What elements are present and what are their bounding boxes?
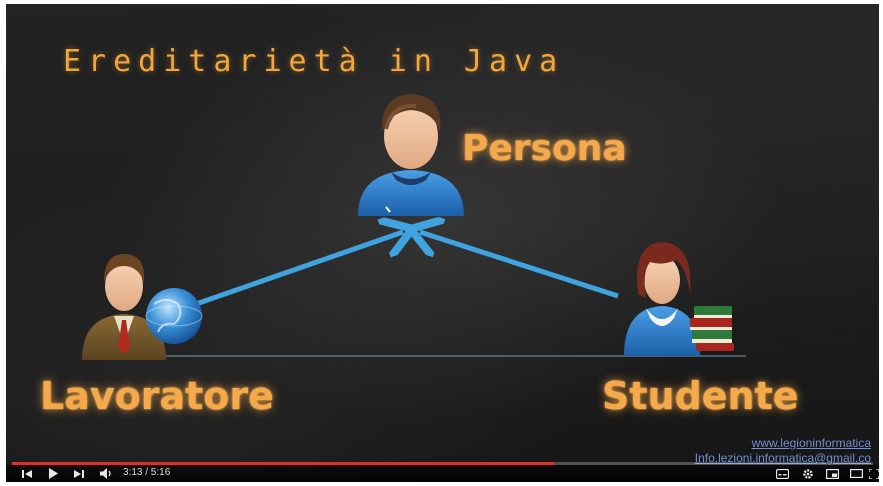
miniplayer-icon[interactable] — [824, 466, 840, 481]
watermark-email: Info.lezioni.informatica@gmail.co — [694, 451, 871, 465]
time-display: 3:13 / 5:16 — [123, 467, 171, 478]
progress-bar[interactable] — [12, 462, 873, 465]
subtitles-icon[interactable] — [774, 466, 790, 481]
settings-gear-icon[interactable] — [800, 466, 816, 481]
progress-fill — [12, 462, 555, 465]
arrow-studente-to-persona — [420, 232, 619, 299]
watermark-site: www.legioninformatica — [751, 436, 871, 450]
lavoratore-avatar-icon — [82, 254, 166, 360]
volume-icon[interactable] — [98, 466, 114, 481]
video-player[interactable]: Ereditarietà in Java — [6, 4, 879, 482]
globe-icon — [145, 288, 203, 344]
skip-previous-icon[interactable] — [20, 466, 34, 481]
persona-label: Persona — [462, 128, 627, 169]
diagram-graphics — [82, 94, 746, 360]
player-controls: 3:13 / 5:16 — [6, 465, 879, 482]
studente-label: Studente — [602, 374, 799, 418]
books-icon — [690, 306, 734, 351]
play-icon[interactable] — [46, 466, 60, 481]
lavoratore-label: Lavoratore — [40, 374, 274, 418]
studente-avatar-icon — [624, 242, 700, 356]
fullscreen-icon[interactable] — [868, 466, 879, 481]
video-slide-title: Ereditarietà in Java — [63, 44, 565, 79]
theater-mode-icon[interactable] — [848, 466, 864, 481]
skip-next-icon[interactable] — [72, 466, 86, 481]
arrow-lavoratore-to-persona — [195, 232, 403, 307]
persona-avatar-icon — [358, 94, 464, 216]
